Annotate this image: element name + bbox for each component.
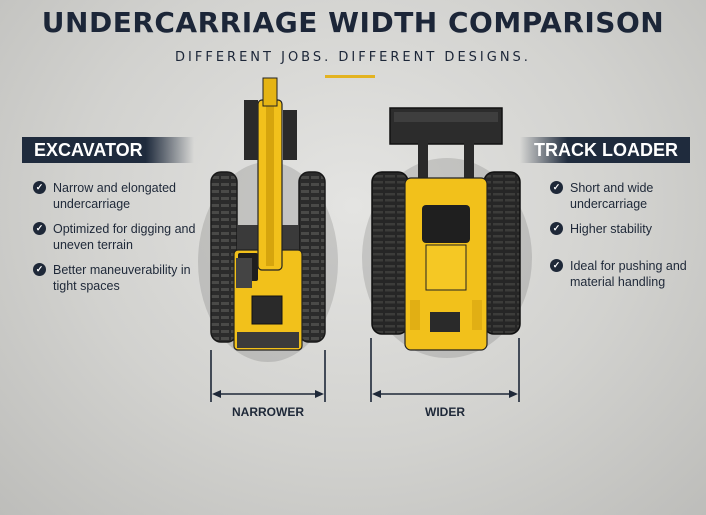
page-title: UNDERCARRIAGE WIDTH COMPARISON [41, 6, 665, 39]
page-subtitle: DIFFERENT JOBS. DIFFERENT DESIGNS. [175, 50, 531, 65]
excavator-left-track [210, 171, 238, 343]
track-loader-feature-2: ✓ Higher stability [550, 221, 700, 237]
check-circle-icon: ✓ [550, 181, 563, 194]
excavator-feature-3: ✓ Better maneuverability in tight spaces [33, 262, 203, 294]
narrower-dimension-arrow [210, 350, 326, 402]
track-loader-right-track [483, 171, 521, 335]
excavator-label: EXCAVATOR [34, 140, 143, 160]
excavator-feature-2: ✓ Optimized for digging and uneven terra… [33, 221, 203, 253]
excavator-image [198, 77, 338, 362]
wider-dimension-arrow [370, 338, 520, 402]
track-loader-feature-3: ✓ Ideal for pushing and material handlin… [550, 258, 705, 290]
excavator-feature-1: ✓ Narrow and elongated undercarriage [33, 180, 203, 212]
excavator-right-track [298, 171, 326, 343]
track-loader-label-banner: TRACK LOADER [520, 137, 690, 163]
check-circle-icon: ✓ [550, 222, 563, 235]
check-circle-icon: ✓ [33, 263, 46, 276]
track-loader-image [362, 107, 532, 358]
narrower-label: NARROWER [232, 405, 304, 419]
wider-label: WIDER [425, 405, 465, 419]
check-circle-icon: ✓ [550, 259, 563, 272]
accent-divider [325, 75, 375, 78]
excavator-label-banner: EXCAVATOR [22, 137, 194, 163]
check-circle-icon: ✓ [33, 181, 46, 194]
track-loader-label: TRACK LOADER [534, 140, 678, 160]
track-loader-left-track [371, 171, 409, 335]
track-loader-feature-1: ✓ Short and wide undercarriage [550, 180, 700, 212]
check-circle-icon: ✓ [33, 222, 46, 235]
